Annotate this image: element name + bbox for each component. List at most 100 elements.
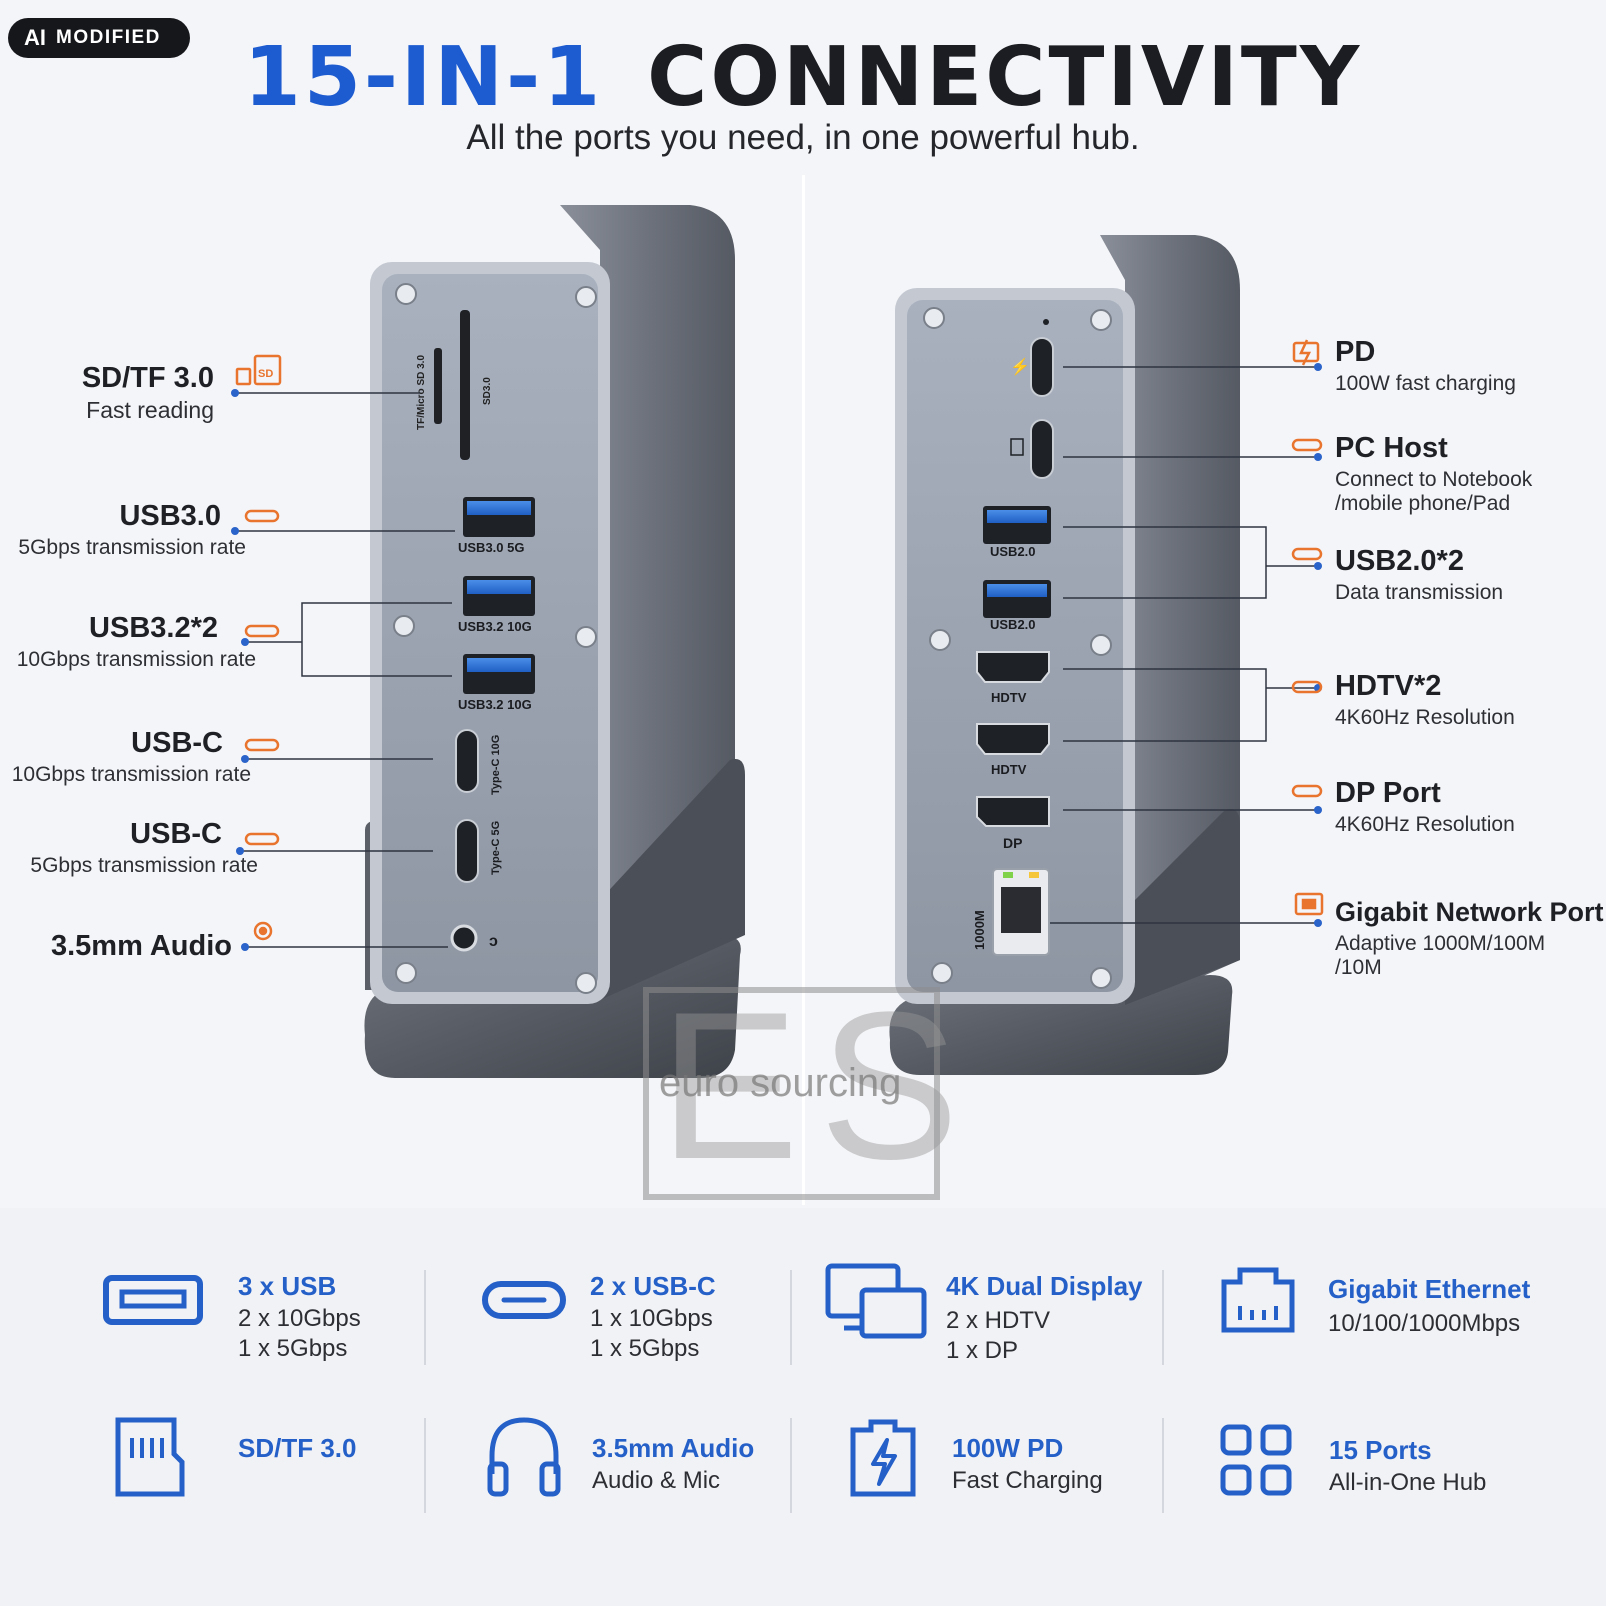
left-hub-face xyxy=(382,274,598,992)
feature-display-line1: 2 x HDTV xyxy=(946,1307,1051,1334)
feature-display-line2: 1 x DP xyxy=(946,1337,1019,1364)
label-network-sub: Adaptive 1000M/100M xyxy=(1335,932,1546,955)
feature-separator xyxy=(790,1418,792,1513)
dp-label-icon xyxy=(1291,784,1323,798)
feature-pd: 100W PD Fast Charging xyxy=(952,1433,1103,1496)
network-label-icon xyxy=(1294,892,1324,916)
label-sd-tf: SD/TF 3.0 Fast reading xyxy=(0,362,214,424)
label-pc-host: PC Host Connect to Notebook /mobile phon… xyxy=(1335,432,1532,516)
right-usb-ports xyxy=(983,506,1051,618)
feature-separator xyxy=(1162,1418,1164,1513)
label-dp-title: DP Port xyxy=(1335,777,1441,809)
label-usb30-sub: 5Gbps transmission rate xyxy=(18,536,246,559)
feature-pd-title: 100W PD xyxy=(952,1433,1064,1463)
feature-sd: SD/TF 3.0 xyxy=(238,1433,356,1464)
connector-lines xyxy=(235,366,1318,948)
usb-a-icon xyxy=(103,1275,203,1325)
svg-text:⚡: ⚡ xyxy=(1010,357,1030,376)
hdtv2-port-label: HDTV xyxy=(991,762,1027,777)
feature-display-title: 4K Dual Display xyxy=(946,1271,1143,1301)
svg-text:SD: SD xyxy=(258,368,273,380)
feature-separator xyxy=(424,1418,426,1513)
hdtv1-port-label: HDTV xyxy=(991,690,1027,705)
label-audio: 3.5mm Audio xyxy=(0,930,232,963)
label-sd-tf-sub: Fast reading xyxy=(86,397,214,423)
feature-usbc-title: 2 x USB-C xyxy=(590,1271,716,1301)
watermark-letters: ES xyxy=(659,968,980,1203)
sd-card-icon xyxy=(115,1417,185,1497)
usb32-label-icon xyxy=(244,624,280,638)
title-count: 15-IN-1 xyxy=(243,30,604,125)
page-subtitle: All the ports you need, in one powerful … xyxy=(466,118,1140,157)
feature-separator xyxy=(1162,1270,1164,1365)
left-usb-ports xyxy=(463,497,535,694)
label-hdtv-title: HDTV*2 xyxy=(1335,670,1442,702)
right-hub: ⚡ USB2.0 USB2.0 HDTV HDTV DP 1000M xyxy=(889,235,1240,1075)
feature-usbc-line2: 1 x 5Gbps xyxy=(590,1335,700,1362)
feature-usbc-line1: 1 x 10Gbps xyxy=(590,1305,713,1332)
ethernet-icon xyxy=(1221,1267,1295,1333)
typec2-port-label: Type-C 5G xyxy=(490,821,502,875)
label-hdtv: HDTV*2 4K60Hz Resolution xyxy=(1335,670,1515,730)
feature-usb-title: 3 x USB xyxy=(238,1271,337,1301)
label-usbc-10g-sub: 10Gbps transmission rate xyxy=(11,763,251,786)
sd-label-icon: SD xyxy=(235,354,282,386)
title-word: CONNECTIVITY xyxy=(647,30,1363,125)
label-usb20-sub: Data transmission xyxy=(1335,581,1504,604)
audio-jack xyxy=(450,924,478,952)
usb2b-port-label: USB2.0 xyxy=(990,617,1036,632)
center-divider xyxy=(802,175,805,1205)
label-usbc-10g-title: USB-C xyxy=(131,727,223,759)
feature-usb: 3 x USB 2 x 10Gbps 1 x 5Gbps xyxy=(238,1271,361,1364)
feature-audio-line1: Audio & Mic xyxy=(592,1467,721,1494)
label-usb32-title: USB3.2*2 xyxy=(89,612,218,644)
audio-label-icon xyxy=(253,921,273,941)
orange-label-icons: SD xyxy=(235,339,1324,941)
feature-ethernet-title: Gigabit Ethernet xyxy=(1328,1274,1531,1304)
usb2-label-icon xyxy=(1291,547,1323,561)
label-dp-sub: 4K60Hz Resolution xyxy=(1335,813,1515,836)
label-usb20-title: USB2.0*2 xyxy=(1335,545,1464,577)
label-usbc-5g: USB-C 5Gbps transmission rate xyxy=(0,818,258,878)
feature-sd-title: SD/TF 3.0 xyxy=(238,1433,357,1463)
label-pd-title: PD xyxy=(1335,336,1376,368)
sd-slot-label-1: TF/Micro SD 3.0 xyxy=(416,355,427,430)
watermark-text: euro sourcing xyxy=(659,1061,902,1105)
feature-pd-line1: Fast Charging xyxy=(952,1467,1103,1494)
feature-separator xyxy=(790,1270,792,1365)
label-usb30-title: USB3.0 xyxy=(119,500,221,532)
badge-ai: AI xyxy=(24,25,46,50)
label-usb32-sub: 10Gbps transmission rate xyxy=(16,648,256,671)
label-sd-tf-title: SD/TF 3.0 xyxy=(81,362,214,394)
feature-usbc: 2 x USB-C 1 x 10Gbps 1 x 5Gbps xyxy=(590,1271,716,1364)
usbc2-label-icon xyxy=(244,832,280,846)
feature-ports-title: 15 Ports xyxy=(1329,1435,1432,1465)
feature-ports-line1: All-in-One Hub xyxy=(1329,1469,1487,1496)
headphones-icon xyxy=(487,1417,561,1497)
page-title: 15-IN-1 CONNECTIVITY xyxy=(0,30,1606,125)
feature-ports: 15 Ports All-in-One Hub xyxy=(1329,1435,1486,1498)
label-pc-host-title: PC Host xyxy=(1335,432,1448,464)
label-usbc-5g-sub: 5Gbps transmission rate xyxy=(30,854,258,877)
feature-usb-line1: 2 x 10Gbps xyxy=(238,1305,361,1332)
right-hub-face xyxy=(907,300,1123,992)
label-usb30: USB3.0 5Gbps transmission rate xyxy=(0,500,246,560)
ai-modified-badge: AI MODIFIED xyxy=(8,18,190,58)
feature-display: 4K Dual Display 2 x HDTV 1 x DP xyxy=(946,1271,1143,1366)
label-dp: DP Port 4K60Hz Resolution xyxy=(1335,777,1515,837)
label-audio-title: 3.5mm Audio xyxy=(50,930,232,962)
usb2-port-label: USB3.2 10G xyxy=(458,619,532,634)
right-stand-arm xyxy=(1125,809,1240,1005)
battery-bolt-icon xyxy=(850,1419,916,1497)
usb1-port-label: USB3.0 5G xyxy=(458,540,524,555)
label-usbc-10g: USB-C 10Gbps transmission rate xyxy=(0,727,251,787)
features-panel xyxy=(0,1208,1606,1606)
feature-audio-title: 3.5mm Audio xyxy=(592,1433,755,1463)
label-pc-host-sub: Connect to Notebook xyxy=(1335,468,1533,491)
label-usb32: USB3.2*2 10Gbps transmission rate xyxy=(0,612,256,672)
usb3-port-label: USB3.2 10G xyxy=(458,697,532,712)
dual-monitor-icon xyxy=(825,1263,927,1339)
hdtv-label-icon xyxy=(1291,680,1323,694)
label-network-sub2: /10M xyxy=(1335,956,1382,979)
feature-separator xyxy=(424,1270,426,1365)
